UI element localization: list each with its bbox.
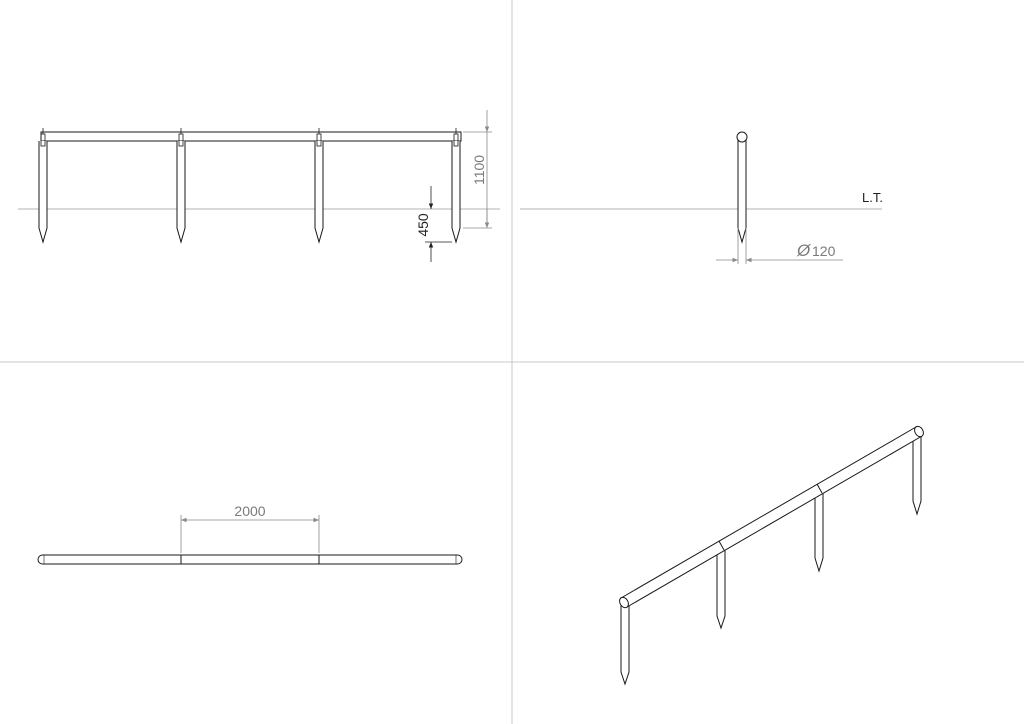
- front-dimension-1100: [463, 110, 492, 229]
- front-view: [18, 128, 500, 244]
- iso-post: [620, 602, 630, 686]
- isometric-view: [619, 425, 924, 686]
- front-dimension-450: [425, 186, 452, 262]
- dimension-height-label: 1100: [471, 155, 487, 185]
- top-view: [37, 554, 463, 565]
- top-rail: [37, 554, 463, 565]
- dimension-diameter-symbol: Ø: [796, 241, 812, 260]
- side-view: [520, 131, 882, 244]
- dimension-diameter-label: 120: [812, 243, 836, 259]
- front-post: [314, 141, 324, 244]
- front-top-rail: [40, 131, 462, 142]
- iso-post: [814, 489, 824, 573]
- side-post: [737, 140, 747, 244]
- ground-level-label: L.T.: [862, 190, 883, 205]
- iso-rail-end: [619, 596, 629, 609]
- iso-post: [912, 432, 922, 516]
- iso-post: [716, 547, 726, 630]
- side-rail-section: [736, 131, 748, 143]
- front-post: [451, 141, 461, 244]
- front-post: [176, 141, 186, 244]
- front-post: [38, 141, 48, 244]
- dimension-spacing-label: 2000: [234, 503, 265, 519]
- side-dimension-diameter: [716, 228, 843, 264]
- top-dimension-spacing: [180, 515, 320, 553]
- front-clamps: [40, 128, 459, 147]
- front-posts: [38, 141, 461, 244]
- iso-rail: [620, 426, 923, 608]
- dimension-depth-label: 450: [415, 213, 431, 237]
